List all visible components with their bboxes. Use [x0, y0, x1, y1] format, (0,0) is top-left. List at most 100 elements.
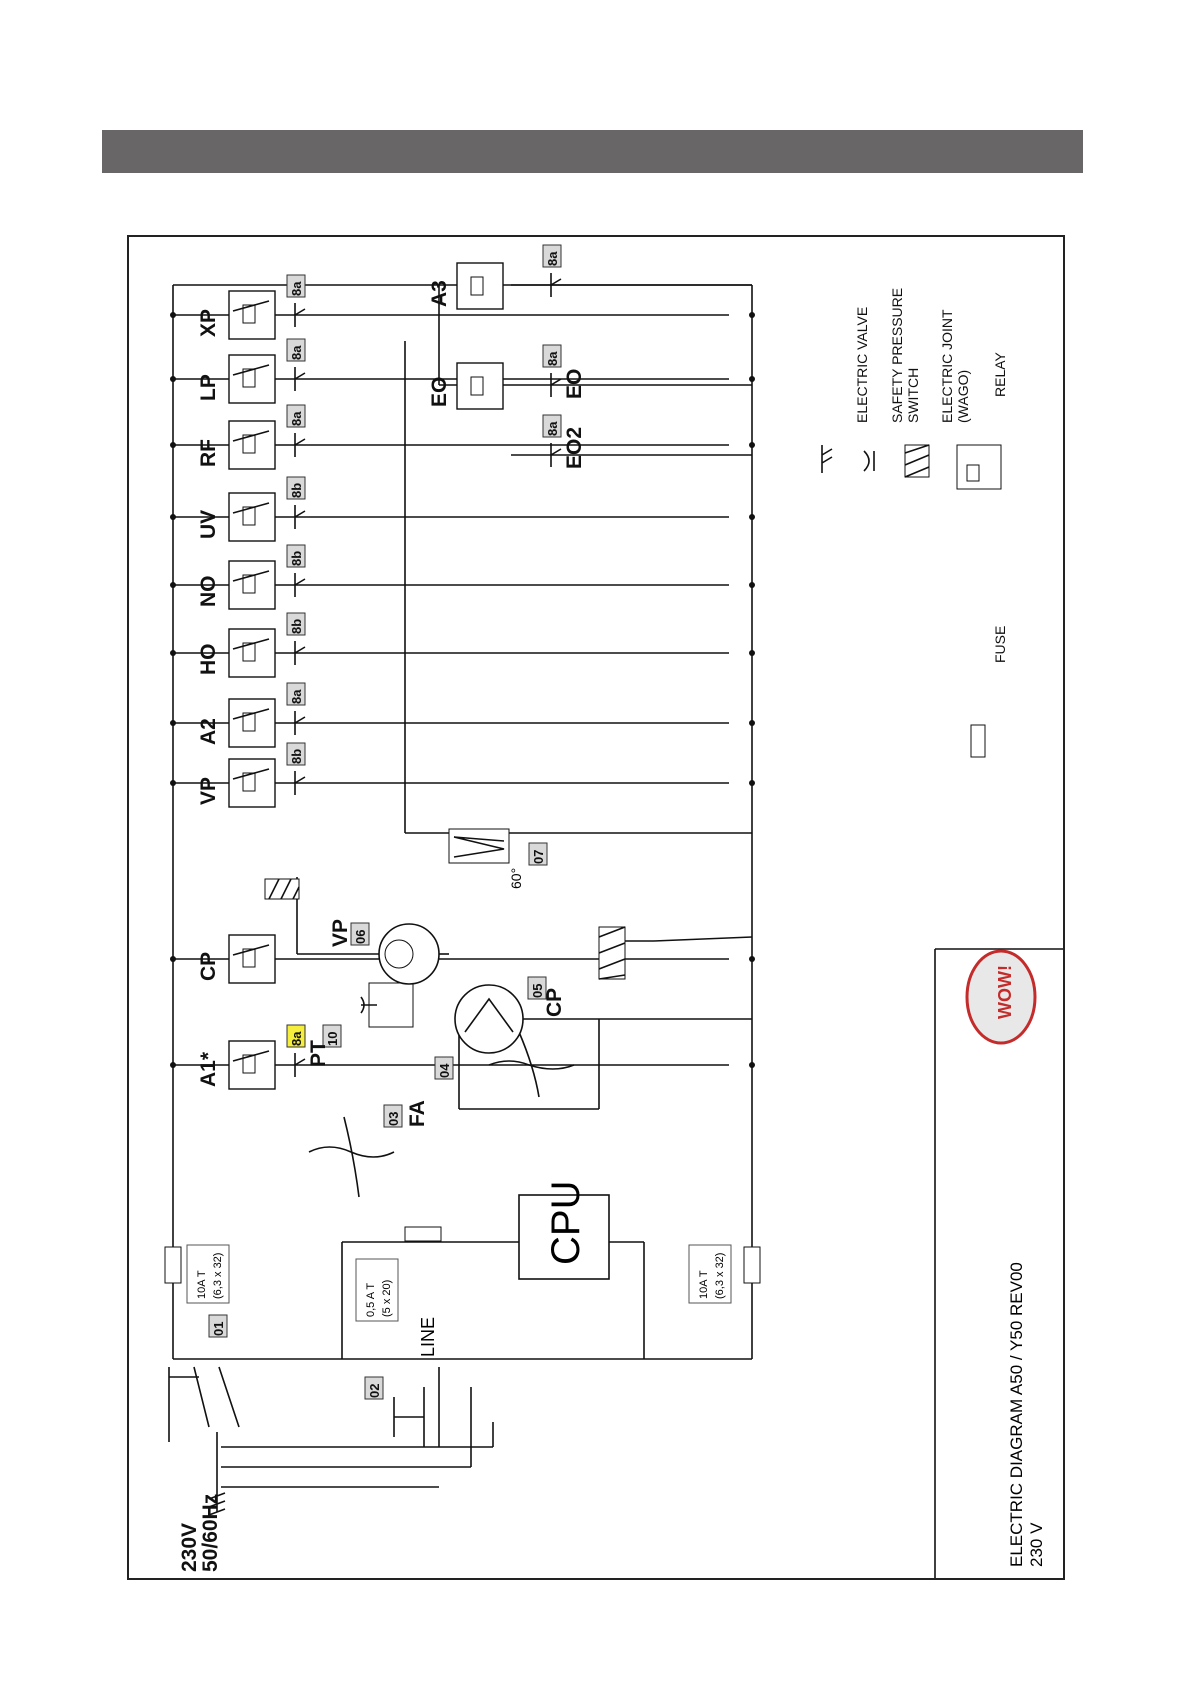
heater-temp: 60° — [508, 868, 524, 889]
relay-icon — [228, 628, 276, 678]
relay-contact-icon — [232, 638, 270, 650]
logo-text: WOW! — [995, 965, 1015, 1019]
fuse-legend-icon — [970, 724, 986, 758]
valve-tag-box — [542, 414, 562, 438]
junction-dot — [749, 312, 755, 318]
electric-diagram: A1*8aCPVP8bA28aHO8bNO8bUV8bRF8aLP8aXP8a … — [164, 244, 1063, 1578]
legend: ELECTRIC VALVE SAFETY PRESSURE SWITCH EL… — [821, 288, 1008, 758]
door-switch-tag: 02 — [367, 1384, 382, 1398]
valve-tag-box — [286, 742, 306, 766]
relay-icon — [228, 420, 276, 470]
junction-dot — [170, 956, 176, 962]
electric-joint-hatch-icon — [268, 878, 300, 900]
valve-tag-box — [286, 404, 306, 428]
relay-contact-icon — [232, 944, 270, 956]
safety-pressure-switch-legend-icon — [863, 450, 875, 472]
line-label: LINE — [418, 1317, 438, 1357]
compressor-tag: 05 — [530, 984, 545, 998]
junction-dot — [749, 780, 755, 786]
legend-relay: RELAY — [992, 351, 1008, 397]
main-switch-icon — [168, 1366, 240, 1442]
door-switch-icon — [393, 1387, 425, 1447]
junction-dot — [170, 1062, 176, 1068]
legend-safety-pressure-switch: SAFETY PRESSURE — [889, 288, 905, 423]
condenser-fan: 04 — [434, 1031, 575, 1098]
valve-tag-box — [286, 476, 306, 500]
header-bar — [102, 130, 1083, 173]
relay-coil-icon — [242, 304, 256, 324]
cpu-box — [518, 1194, 610, 1280]
relay-contact-icon — [232, 1050, 270, 1062]
fuse-cpu: 0,5 A T (5 x 20) — [355, 1226, 442, 1322]
fan-fa: 03 FA — [308, 1100, 429, 1198]
valve-tag: 8a — [545, 351, 560, 366]
junction-dot — [170, 312, 176, 318]
cpu-label: CPU — [544, 1181, 588, 1265]
cpu-block: CPU — [518, 1181, 610, 1280]
valve-tag: 8a — [289, 411, 304, 426]
relay-label: A1* — [197, 1051, 220, 1087]
junction-dot — [170, 720, 176, 726]
relay-label: HO — [197, 644, 220, 676]
vacuum-pump: 06 VP — [329, 919, 440, 985]
junction-dot — [749, 582, 755, 588]
door-switch-tag-box — [364, 1376, 384, 1400]
relay-coil-icon — [242, 506, 256, 526]
supply-cable-icon — [208, 1432, 226, 1516]
relay-label: UV — [197, 510, 220, 539]
supply-frequency-label: 50/60Hz — [199, 1494, 222, 1572]
fan-icon — [308, 1116, 395, 1198]
junction-dot — [170, 780, 176, 786]
valve-tag: 8a — [545, 421, 560, 436]
fuse-main-top-size: (6,3 x 32) — [212, 1253, 224, 1299]
compressor-symbol-icon — [464, 997, 514, 1033]
relay-contact-icon — [232, 768, 270, 780]
valve-tag-box — [542, 244, 562, 268]
vacuum-pump-tag-box — [350, 922, 370, 946]
compressor-tag-box — [527, 976, 547, 1000]
relay-label: LP — [197, 374, 220, 401]
relay-coil-icon — [242, 368, 256, 388]
legend-electric-joint: ELECTRIC JOINT — [939, 309, 955, 423]
junction-dot — [749, 514, 755, 520]
fuse-icon — [164, 1246, 182, 1284]
compressor: 05 CP — [454, 976, 566, 1054]
valve-tag-box — [286, 338, 306, 362]
valve-tag-box — [286, 682, 306, 706]
electric-valve-icon — [294, 433, 306, 457]
title-block: WOW! ELECTRIC DIAGRAM A50 / Y50 REV00 23… — [934, 948, 1063, 1578]
heater-tag: 07 — [531, 850, 546, 864]
pressure-switch: 10 PT — [307, 982, 414, 1067]
relay-coil-icon — [470, 376, 484, 396]
fan-icon — [488, 1031, 575, 1098]
fuse-label-box — [688, 1244, 732, 1304]
relay-icon — [228, 758, 276, 808]
relay-contact-icon — [232, 364, 270, 376]
pressure-switch-icon — [360, 996, 377, 1014]
relay-icon — [228, 290, 276, 340]
relay-label: VP — [197, 777, 220, 805]
electric-valve-icon — [294, 771, 306, 795]
fuse-main-bottom-rating: 10A T — [698, 1270, 710, 1299]
valve-tag: 8b — [289, 749, 304, 764]
fan-name: FA — [406, 1100, 429, 1127]
relay-label: A2 — [197, 718, 220, 745]
relay-label: NO — [197, 576, 220, 608]
relay-2: CP — [170, 934, 755, 984]
valve-tag-box — [542, 344, 562, 368]
relay-icon — [456, 262, 504, 310]
relay-icon — [228, 492, 276, 542]
electric-valve-icon — [550, 373, 562, 397]
legend-fuse: FUSE — [992, 626, 1008, 663]
junction-dot — [170, 582, 176, 588]
valve-name: EO — [563, 369, 586, 399]
relay-contact-icon — [232, 708, 270, 720]
main-switch-tag: 01 — [211, 1322, 226, 1336]
electric-valve-icon — [294, 573, 306, 597]
